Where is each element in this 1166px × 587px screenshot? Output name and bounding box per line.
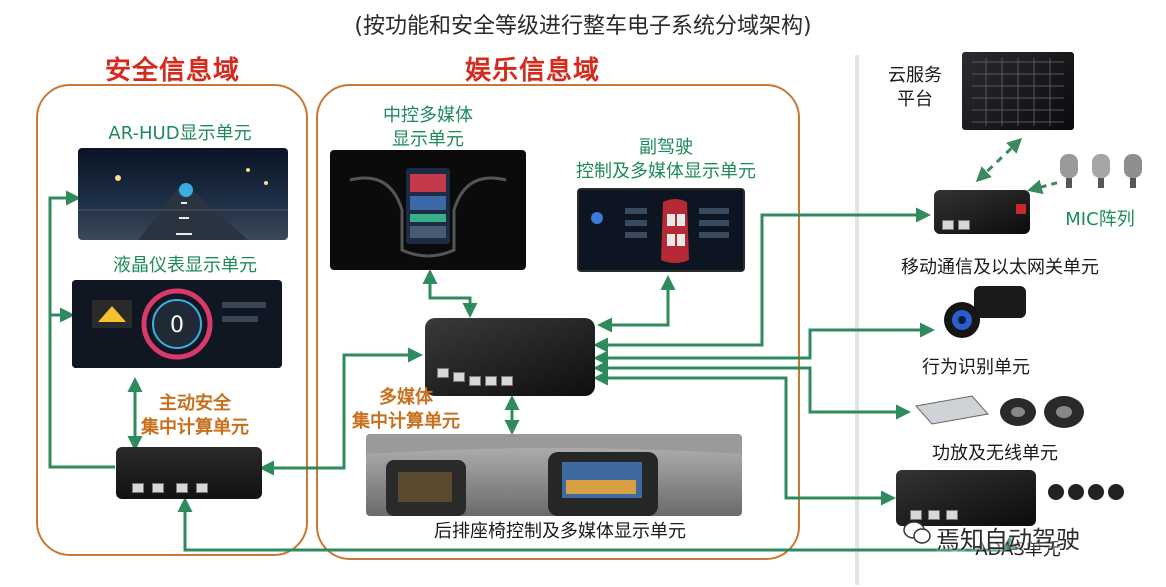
- port-icon: [485, 376, 497, 386]
- safety-compute-label-line2: 集中计算单元: [141, 417, 249, 438]
- safety-domain-box: [36, 84, 308, 556]
- cloud-label: 云服务 平台: [874, 64, 956, 112]
- diagram-subtitle: (按功能和安全等级进行整车电子系统分域架构): [354, 14, 812, 39]
- lcd-cluster-label: 液晶仪表显示单元: [113, 255, 257, 276]
- gateway-unit: [934, 190, 1030, 234]
- wechat-logo-icon: [903, 520, 931, 546]
- copilot-display-label-line2: 控制及多媒体显示单元: [576, 161, 756, 182]
- port-icon: [946, 510, 958, 520]
- center-display-label-line1: 中控多媒体: [383, 105, 473, 126]
- port-icon: [910, 510, 922, 520]
- adas-unit: [896, 470, 1036, 526]
- port-icon: [453, 372, 465, 382]
- port-icon: [196, 483, 208, 493]
- ar-hud-label: AR-HUD显示单元: [108, 123, 252, 144]
- port-icon: [469, 376, 481, 386]
- amplifier-speakers-icon: [915, 395, 1084, 428]
- chat-bubble-icon: [903, 521, 931, 544]
- ar-hud-image: [78, 148, 288, 240]
- media-compute-label-line1: 多媒体: [379, 387, 433, 408]
- media-compute-unit: [425, 318, 595, 396]
- server-grid-icon: [972, 58, 1064, 126]
- red-connector-icon: [1016, 204, 1026, 214]
- instrument-gauge-icon: 0: [72, 280, 282, 368]
- rear-seat-screen-icon: [366, 434, 742, 516]
- safety-compute-label: 主动安全 集中计算单元: [130, 392, 260, 440]
- center-display-label: 中控多媒体 显示单元: [368, 104, 488, 152]
- behavior-camera-icon: [944, 286, 1026, 338]
- port-icon: [501, 376, 513, 386]
- center-display-label-line2: 显示单元: [392, 129, 464, 150]
- safety-domain-title: 安全信息域: [105, 56, 241, 86]
- copilot-display-label-line1: 副驾驶: [639, 137, 693, 158]
- port-icon: [437, 368, 449, 378]
- car-seat-control-icon: [591, 199, 729, 263]
- amp-label: 功放及无线单元: [932, 443, 1058, 464]
- radar-sensors-icon: [1046, 478, 1126, 506]
- safety-compute-label-line1: 主动安全: [159, 393, 231, 414]
- media-compute-label-line2: 集中计算单元: [352, 411, 460, 432]
- rear-seat-label: 后排座椅控制及多媒体显示单元: [434, 521, 686, 542]
- media-compute-label: 多媒体 集中计算单元: [336, 386, 476, 434]
- server-rack-icon: [962, 52, 1074, 130]
- port-icon: [928, 510, 940, 520]
- entertainment-domain-title: 娱乐信息域: [465, 56, 601, 86]
- cloud-label-line1: 云服务: [888, 65, 942, 86]
- mic-array-label: MIC阵列: [1065, 209, 1135, 230]
- port-icon: [152, 483, 164, 493]
- rear-seat-image: [366, 434, 742, 516]
- center-console-icon: [349, 168, 507, 258]
- night-road-icon: [78, 168, 288, 240]
- safety-compute-unit: [116, 447, 262, 499]
- copilot-display-image: [577, 188, 745, 272]
- amp-wireless-icon: [912, 392, 1102, 430]
- behavior-label: 行为识别单元: [922, 357, 1030, 378]
- port-icon: [958, 220, 970, 230]
- port-icon: [176, 483, 188, 493]
- adas-label: ADAS单元: [975, 539, 1061, 560]
- mic-array-icon: [1058, 150, 1144, 190]
- svg-text:0: 0: [170, 313, 184, 338]
- port-icon: [132, 483, 144, 493]
- port-icon: [942, 220, 954, 230]
- camera-icon: [936, 284, 1028, 340]
- microphones-icon: [1060, 154, 1142, 188]
- gateway-label: 移动通信及以太网关单元: [901, 257, 1099, 278]
- center-display-image: [330, 150, 526, 270]
- copilot-display-label: 副驾驶 控制及多媒体显示单元: [556, 136, 776, 184]
- cloud-label-line2: 平台: [897, 89, 933, 110]
- lcd-cluster-image: 0: [72, 280, 282, 368]
- watermark-text: 焉知自动驾驶: [936, 526, 1080, 554]
- sensor-cluster-icon: [1048, 484, 1124, 500]
